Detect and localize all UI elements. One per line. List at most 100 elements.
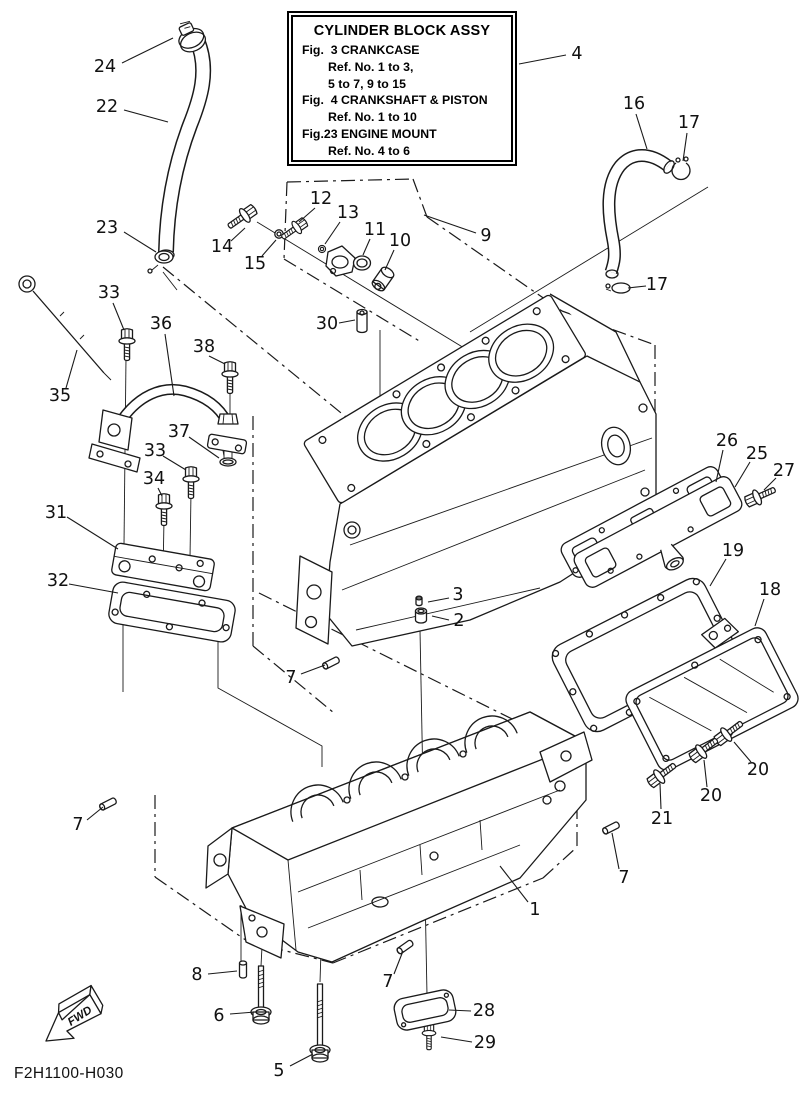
figure-reference-line: Fig. 3 CRANKCASE [302, 43, 420, 57]
figure-reference-line: Fig.23 ENGINE MOUNT [302, 126, 437, 141]
callout-leader-1-37 [499, 865, 529, 903]
callout-number-20-29: 20 [747, 760, 769, 780]
callout-leader-7-36 [611, 832, 620, 870]
hex-bolt-icon [155, 493, 173, 527]
baffle-plate [111, 542, 215, 592]
callout-leader-13-6 [324, 221, 341, 245]
callout-number-15-4: 15 [244, 254, 266, 274]
callout-number-7-34: 7 [285, 668, 296, 688]
callout-leader-9-9 [423, 214, 477, 234]
callout-leader-26-24 [715, 449, 724, 483]
callout-leader-24-0 [121, 37, 174, 64]
callout-number-10-8: 10 [389, 231, 411, 251]
hose-clamp-icon [178, 20, 207, 53]
pipe-flange [206, 433, 248, 455]
water-hose [602, 149, 675, 279]
callout-leader-10-8 [384, 249, 395, 271]
callout-leader-14-3 [230, 227, 246, 242]
callout-leader-32-23 [68, 583, 119, 594]
callout-leader-8-39 [207, 970, 238, 975]
grommet-icon [147, 250, 174, 274]
baffle-gasket [108, 581, 236, 643]
title-box: CYLINDER BLOCK ASSY Fig. 3 CRANKCASE Ref.… [287, 11, 517, 166]
pin-3 [415, 595, 423, 607]
callout-leader-33-20 [162, 455, 187, 471]
callout-leader-17-12 [682, 132, 688, 162]
dash-boundary-lines [154, 178, 656, 964]
dowel-pin-icon [321, 655, 341, 671]
callout-number-24-0: 24 [94, 57, 116, 77]
callout-number-35-18: 35 [49, 386, 71, 406]
callout-number-30-14: 30 [316, 314, 338, 334]
callout-leader-33-15 [112, 302, 125, 331]
hex-bolt-icon [223, 201, 261, 234]
callout-number-34-21: 34 [143, 469, 165, 489]
callout-leader-3-32 [427, 597, 450, 603]
callout-number-1-37: 1 [529, 900, 540, 920]
callout-leader-6-40 [229, 1011, 256, 1015]
cylinder-block [295, 293, 657, 647]
callout-leader-38-17 [208, 355, 226, 365]
callout-number-14-3: 14 [211, 237, 233, 257]
callout-leader-15-4 [261, 239, 277, 257]
callout-number-23-2: 23 [96, 218, 118, 238]
callout-number-13-6: 13 [337, 203, 359, 223]
callout-leader-5-41 [289, 1053, 314, 1067]
callout-leader-7-35 [86, 806, 104, 821]
fwd-arrow: FWD [45, 984, 104, 1042]
seal-ring-icon [352, 255, 372, 271]
figure-reference-line: Ref. No. 1 to 3, [328, 59, 414, 74]
dipstick [18, 275, 112, 381]
callout-number-17-13: 17 [646, 275, 668, 295]
callout-leader-23-2 [123, 231, 157, 253]
callout-number-7-36: 7 [618, 868, 629, 888]
callout-leader-22-1 [123, 109, 169, 123]
dowel-30 [356, 308, 368, 334]
title-box-border: CYLINDER BLOCK ASSY Fig. 3 CRANKCASE Ref.… [291, 15, 513, 162]
callout-number-7-35: 7 [72, 815, 83, 835]
hex-bolt-icon [277, 214, 311, 245]
figure-reference-line: Ref. No. 1 to 10 [328, 110, 417, 125]
callout-number-8-39: 8 [191, 965, 202, 985]
callout-leader-21-31 [659, 783, 662, 810]
callout-number-32-23: 32 [47, 571, 69, 591]
hose-clamp-icon [671, 156, 691, 181]
breather-hose [157, 36, 212, 261]
callout-leader-31-22 [66, 516, 119, 550]
callout-number-31-22: 31 [45, 503, 67, 523]
callout-leader-34-21 [157, 487, 163, 497]
callout-number-36-16: 36 [150, 314, 172, 334]
callout-number-17-12: 17 [678, 113, 700, 133]
figure-reference-line: Ref. No. 4 to 6 [328, 143, 410, 158]
callout-leader-4-10 [518, 54, 567, 65]
anode [371, 266, 395, 292]
callout-number-20-30: 20 [700, 786, 722, 806]
hose-clamp-icon [605, 282, 631, 294]
callout-leader-18-28 [754, 598, 765, 627]
hex-bolt-icon [221, 361, 239, 395]
callout-leader-35-18 [65, 349, 78, 389]
callout-number-37-19: 37 [168, 422, 190, 442]
callout-leader-27-26 [763, 477, 777, 491]
callout-leader-28-42 [448, 1009, 472, 1012]
callout-number-21-31: 21 [651, 809, 673, 829]
callout-number-28-42: 28 [473, 1001, 495, 1021]
dowel-pin-icon [601, 820, 621, 836]
diagram-title: CYLINDER BLOCK ASSY [313, 23, 491, 39]
callout-number-4-10: 4 [571, 44, 582, 64]
callout-number-9-9: 9 [480, 226, 491, 246]
figure-reference-line: Fig. 4 CRANKSHAFT & PISTON [302, 93, 488, 108]
long-bolt-6 [250, 965, 272, 1025]
callout-leader-29-43 [440, 1036, 473, 1043]
callout-leader-19-27 [709, 558, 727, 587]
callout-number-26-24: 26 [716, 431, 738, 451]
callout-number-25-25: 25 [746, 444, 768, 464]
callout-leader-12-5 [298, 207, 316, 223]
exhaust-cover [573, 476, 743, 588]
callout-number-2-33: 2 [453, 611, 464, 631]
callout-leader-7-34 [300, 664, 326, 675]
callout-leader-7-38 [393, 950, 404, 975]
